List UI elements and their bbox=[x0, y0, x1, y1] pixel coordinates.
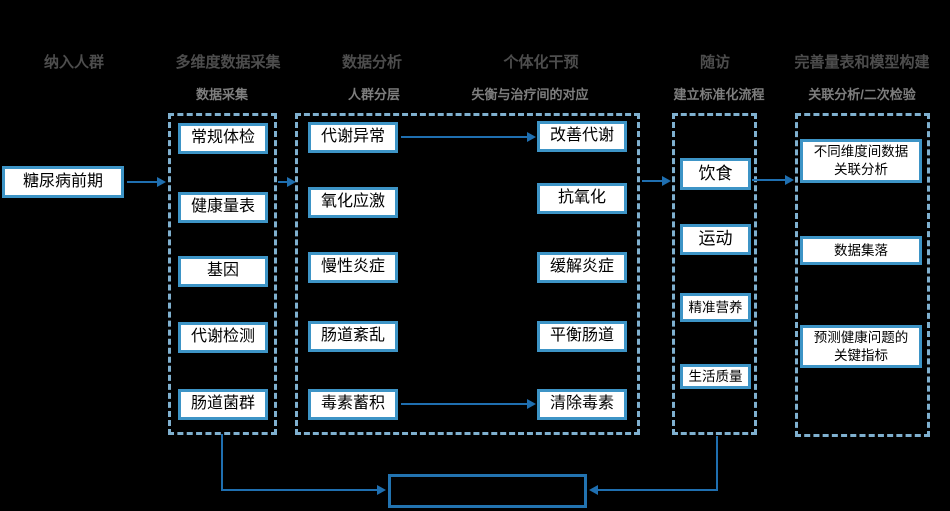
node-analysis-4: 毒素蓄积 bbox=[308, 389, 398, 420]
connector-followup-down-line bbox=[716, 436, 718, 491]
arrow-intervention-to-followup-line bbox=[642, 180, 663, 182]
node-followup-1: 运动 bbox=[680, 224, 751, 255]
node-collection-4: 肠道菌群 bbox=[178, 389, 268, 420]
arrow-metabolic-line bbox=[401, 136, 528, 138]
arrow-followup-to-modeling-head bbox=[785, 175, 794, 185]
node-collection-0: 常规体检 bbox=[178, 123, 268, 154]
stage-subtitle-data-collection: 数据采集 bbox=[195, 87, 249, 102]
stage-subtitle-modeling: 关联分析/二次检验 bbox=[808, 87, 916, 102]
stage-title-followup: 随访 bbox=[699, 54, 731, 71]
node-analysis-3: 肠道紊乱 bbox=[308, 321, 398, 352]
arrow-metabolic-head bbox=[527, 132, 536, 142]
connector-collection-head bbox=[377, 485, 386, 495]
node-intervention-3: 平衡肠道 bbox=[537, 321, 627, 352]
arrow-start-to-collection-head bbox=[157, 177, 166, 187]
connector-collection-down-line bbox=[221, 434, 223, 491]
node-analysis-0: 代谢异常 bbox=[308, 122, 398, 153]
node-intervention-1: 抗氧化 bbox=[537, 183, 627, 214]
node-followup-2: 精准营养 bbox=[680, 293, 751, 322]
arrow-followup-to-modeling-line bbox=[752, 179, 786, 181]
stage-title-intake: 纳入人群 bbox=[43, 54, 105, 71]
arrow-collection-to-analysis-head bbox=[287, 177, 296, 187]
stage-subtitle-followup: 建立标准化流程 bbox=[673, 87, 765, 102]
group-collection bbox=[168, 113, 277, 435]
node-followup-3: 生活质量 bbox=[680, 364, 751, 389]
connector-collection-right-line bbox=[221, 489, 378, 491]
node-analysis-1: 氧化应激 bbox=[308, 187, 398, 218]
node-modeling-0: 不同维度间数据 关联分析 bbox=[800, 139, 922, 183]
group-modeling bbox=[795, 113, 930, 437]
arrow-intervention-to-followup-head bbox=[662, 176, 671, 186]
group-analysis-intervention bbox=[295, 113, 640, 435]
node-intervention-0: 改善代谢 bbox=[537, 121, 627, 152]
stage-title-data-analysis: 数据分析 bbox=[341, 54, 403, 71]
stage-title-intervention: 个体化干预 bbox=[503, 54, 579, 71]
arrow-start-to-collection-line bbox=[127, 181, 158, 183]
stage-title-data-collection: 多维度数据采集 bbox=[175, 54, 281, 71]
node-intervention-2: 缓解炎症 bbox=[537, 252, 627, 283]
stage-subtitle-intervention: 失衡与治疗间的对应 bbox=[471, 87, 589, 102]
stage-title-modeling: 完善量表和模型构建 bbox=[794, 54, 930, 71]
arrow-collection-to-analysis-line bbox=[278, 181, 288, 183]
group-followup bbox=[672, 113, 757, 435]
node-collection-3: 代谢检测 bbox=[178, 322, 268, 353]
node-intervention-4: 清除毒素 bbox=[537, 389, 627, 420]
node-followup-0: 饮食 bbox=[680, 158, 751, 190]
arrow-toxin-line bbox=[401, 403, 528, 405]
node-modeling-2: 预测健康问题的 关键指标 bbox=[800, 325, 922, 368]
node-start-prediabetes: 糖尿病前期 bbox=[2, 166, 124, 198]
node-collection-1: 健康量表 bbox=[178, 192, 268, 223]
stage-subtitle-data-analysis: 人群分层 bbox=[347, 87, 401, 102]
node-analysis-2: 慢性炎症 bbox=[308, 252, 398, 283]
connector-followup-head bbox=[589, 485, 598, 495]
node-modeling-1: 数据集落 bbox=[800, 236, 922, 265]
arrow-toxin-head bbox=[527, 399, 536, 409]
node-collection-2: 基因 bbox=[178, 256, 268, 287]
summary-box bbox=[388, 474, 587, 508]
connector-followup-left-line bbox=[598, 489, 718, 491]
